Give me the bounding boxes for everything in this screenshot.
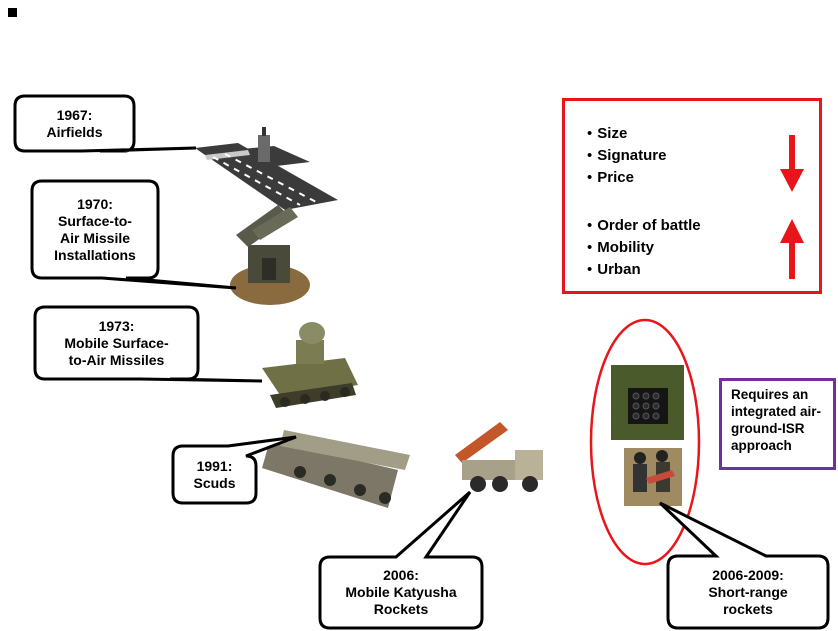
list-item: Price <box>587 167 666 189</box>
list-item: Signature <box>587 145 666 167</box>
sam-installation-illustration <box>230 205 310 305</box>
arrow-up-icon <box>780 219 804 279</box>
mobile-sam-illustration <box>262 322 358 408</box>
callout-airfields: 1967: Airfields <box>46 106 103 140</box>
list-item: Order of battle <box>587 215 700 237</box>
callout-sam-installations: 1970: Surface-to- Air Missile Installati… <box>54 195 136 263</box>
callout-katyusha: 2006: Mobile Katyusha Rockets <box>345 567 457 617</box>
approach-box: Requires an integrated air- ground-ISR a… <box>719 378 836 470</box>
airfield-illustration <box>195 127 338 210</box>
arrow-down-icon <box>780 135 804 192</box>
list-item: Urban <box>587 259 701 281</box>
scud-illustration <box>262 430 410 508</box>
callout-scuds: 1991: Scuds <box>193 457 236 491</box>
increasing-attributes-list: Order of battle Mobility Urban <box>587 215 701 281</box>
callout-shape-airfields <box>13 94 197 153</box>
katyusha-illustration <box>455 422 543 492</box>
slide-bullet-square <box>8 8 17 17</box>
decreasing-attributes-list: Size Signature Price <box>587 123 666 189</box>
list-item: Size <box>587 123 666 145</box>
trend-box: Size Signature Price Order of battle Mob… <box>562 98 822 294</box>
callout-mobile-sam: 1973: Mobile Surface- to-Air Missiles <box>64 317 169 368</box>
callout-shape-sam-installations <box>30 179 237 290</box>
highlight-ellipse <box>589 318 701 566</box>
callout-shape-scuds <box>171 435 297 505</box>
callout-shape-short-range <box>658 501 830 630</box>
list-item: Mobility <box>587 237 701 259</box>
callout-shape-mobile-sam <box>33 305 263 383</box>
callout-short-range: 2006-2009: Short-range rockets <box>708 566 788 617</box>
short-range-rocket-photos <box>611 365 684 506</box>
callout-shape-katyusha <box>318 490 484 630</box>
